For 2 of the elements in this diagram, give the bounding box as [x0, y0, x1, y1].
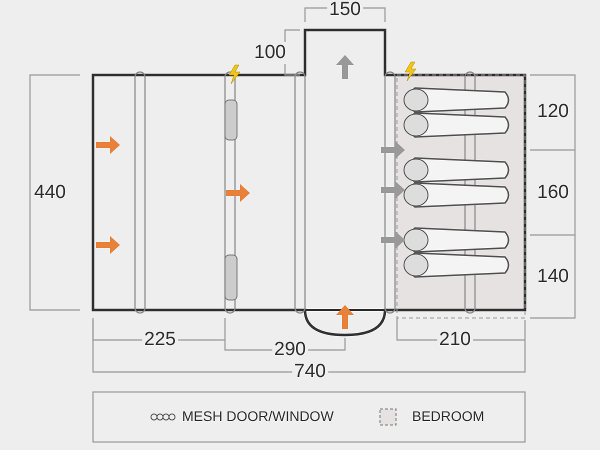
legend-text: MESH DOOR/WINDOW [182, 408, 334, 424]
legend-text: BEDROOM [412, 408, 484, 424]
